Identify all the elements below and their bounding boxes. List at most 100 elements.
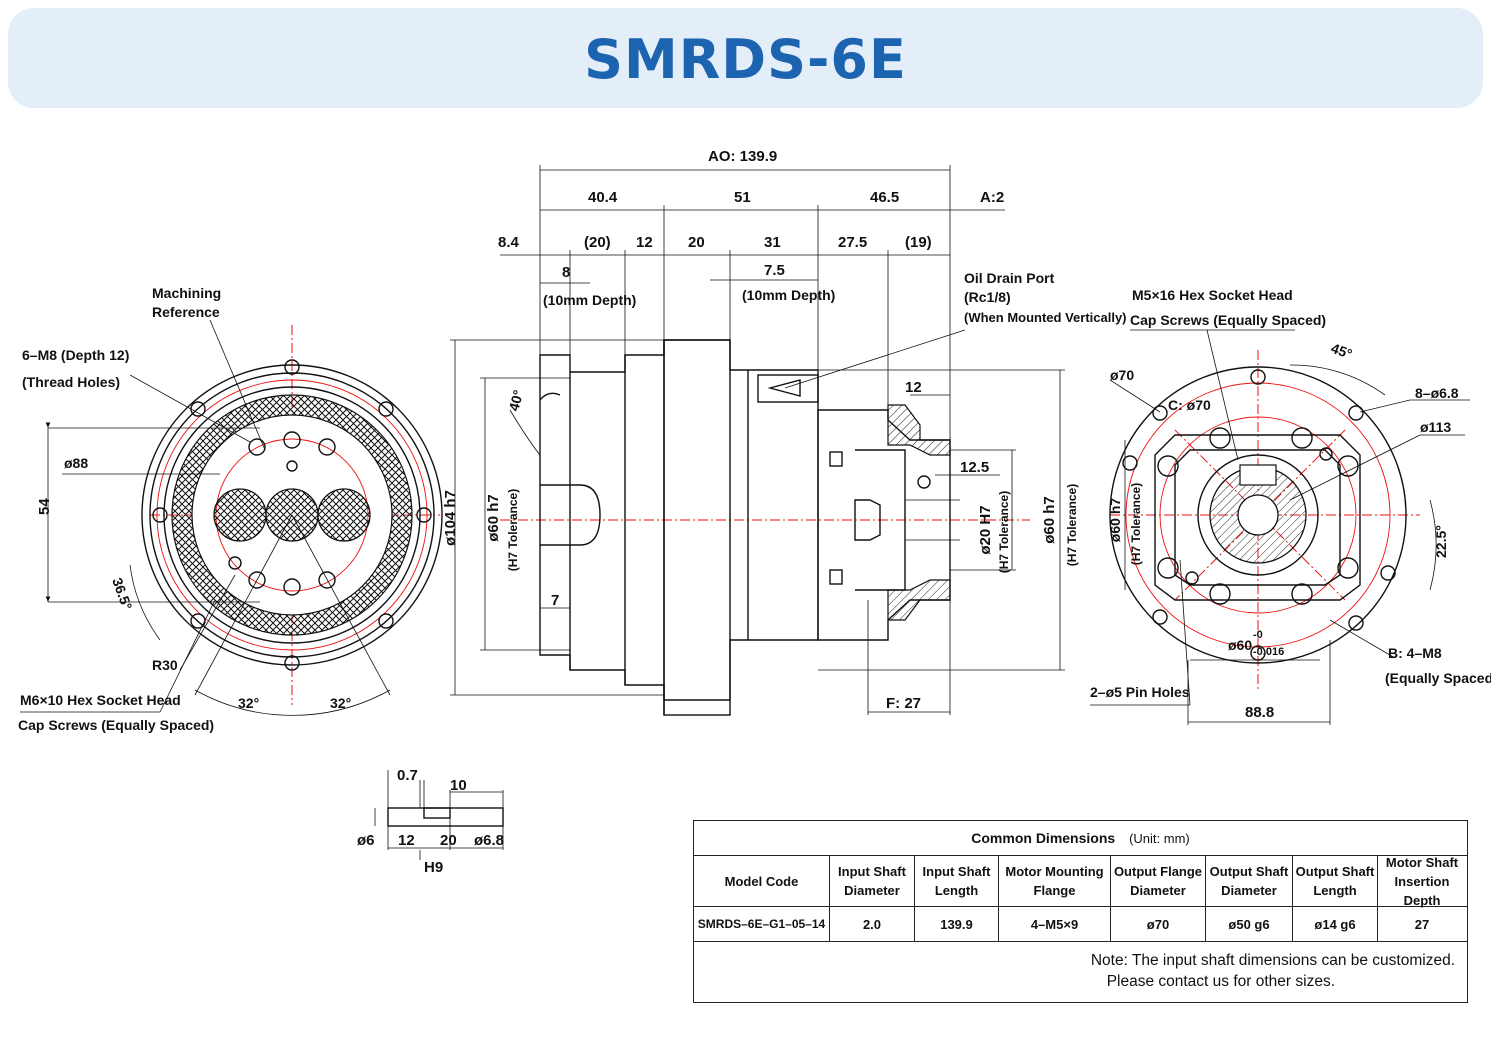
- oil-port-label-3: (When Mounted Vertically): [964, 310, 1127, 325]
- dim-8-4: 8.4: [498, 234, 520, 251]
- machining-ref-line2: Reference: [152, 304, 220, 320]
- dim-54: 54: [36, 498, 53, 515]
- dim-8-holes: 8–ø6.8: [1415, 385, 1459, 401]
- table-note: Note: The input shaft dimensions can be …: [694, 942, 1467, 992]
- table-header-cell: Output Shaft Length: [1293, 856, 1378, 906]
- table-row: SMRDS–6E–G1–05–14 2.0 139.9 4–M5×9 ø70 ø…: [694, 907, 1467, 942]
- table-header-cell: Output Shaft Diameter: [1206, 856, 1293, 906]
- table-note-line2: Please contact us for other sizes.: [1106, 973, 1335, 990]
- right-end-view: M5×16 Hex Socket Head Cap Screws (Equall…: [1090, 287, 1491, 725]
- dim-d60-right: ø60 h7: [1041, 496, 1058, 544]
- key-dim-0-7: 0.7: [397, 767, 418, 784]
- table-header-cell: Model Code: [694, 856, 830, 906]
- dim-angle-40: 40°: [505, 388, 526, 413]
- dim-7: 7: [551, 592, 559, 609]
- key-dim-20: 20: [440, 832, 457, 849]
- page-title: SMRDS-6E: [584, 28, 907, 91]
- table-cell: ø70: [1111, 907, 1206, 941]
- table-caption-text: Common Dimensions: [971, 830, 1116, 846]
- dim-12: 12: [636, 234, 653, 251]
- dim-d113: ø113: [1420, 419, 1451, 435]
- table-cell: ø14 g6: [1293, 907, 1378, 941]
- dim-51: 51: [734, 189, 751, 206]
- key-dim-h9: H9: [424, 859, 443, 876]
- dim-c70: C: ø70: [1168, 397, 1211, 413]
- screws-label-2: Cap Screws (Equally Spaced): [18, 717, 214, 733]
- table-cell: 27: [1414, 916, 1430, 932]
- dim-46-5: 46.5: [870, 189, 899, 206]
- thread-holes-label-1: 6–M8 (Depth 12): [22, 347, 129, 363]
- oil-port-label-1: Oil Drain Port: [964, 270, 1055, 286]
- thread-holes: [228, 431, 336, 596]
- depth-label-b: (10mm Depth): [742, 287, 835, 303]
- dim-d20-h7: ø20 H7: [977, 505, 994, 554]
- key-dim-d6: ø6: [357, 832, 375, 849]
- thread-b-label-1: B: 4–M8: [1388, 645, 1442, 661]
- dim-7-5: 7.5: [764, 262, 785, 279]
- oil-port-label-2: (Rc1/8): [964, 289, 1011, 305]
- screws-label-1: M6×10 Hex Socket Head: [20, 692, 181, 708]
- dim-31: 31: [764, 234, 781, 251]
- key-detail-view: 0.7 10 ø6 12 20 ø6.8 H9: [357, 767, 504, 876]
- motor-bolt-holes: [1157, 427, 1359, 605]
- table-cell: SMRDS–6E–G1–05–14: [694, 907, 830, 941]
- dim-88-8: 88.8: [1245, 704, 1274, 721]
- table-header-cell: Input Shaft Length: [915, 856, 999, 906]
- dim-d60-tol: ø60: [1228, 637, 1252, 653]
- h7-tol-b: (H7 Tolerance): [997, 491, 1011, 573]
- table-header-cell: Output Flange Diameter: [1111, 856, 1206, 906]
- dim-12-5: 12.5: [960, 459, 989, 476]
- key-dim-12: 12: [398, 832, 415, 849]
- table-cell: 139.9: [915, 907, 999, 941]
- left-end-view: Machining Reference 6–M8 (Depth 12) (Thr…: [18, 285, 443, 733]
- thread-holes-label-2: (Thread Holes): [22, 374, 120, 390]
- h7-tol-a: (H7 Tolerance): [506, 489, 520, 571]
- key-dim-10: 10: [450, 777, 467, 794]
- common-dimensions-table: Common Dimensions (Unit: mm) Model Code …: [693, 820, 1468, 1003]
- depth-label-a: (10mm Depth): [543, 292, 636, 308]
- dim-d60-h7: ø60 h7: [1107, 498, 1123, 543]
- dim-27-5: 27.5: [838, 234, 867, 251]
- dim-20: 20: [688, 234, 705, 251]
- dim-angle-32b: 32°: [330, 695, 351, 711]
- table-unit: (Unit: mm): [1129, 831, 1190, 846]
- dim-d60: ø60 h7: [485, 494, 502, 542]
- table-note-line1: Note: The input shaft dimensions can be …: [1090, 952, 1455, 969]
- screw-label-2: Cap Screws (Equally Spaced): [1130, 312, 1326, 328]
- tol-upper: -0: [1253, 629, 1263, 641]
- machining-ref-line1: Machining: [152, 285, 221, 301]
- thread-b-label-2: (Equally Spaced): [1385, 670, 1491, 686]
- dim-ao: AO: 139.9: [708, 148, 777, 165]
- dim-f27: F: 27: [886, 695, 921, 712]
- dim-angle-32a: 32°: [238, 695, 259, 711]
- dim-d70: ø70: [1110, 367, 1134, 383]
- title-banner: SMRDS-6E: [8, 8, 1483, 108]
- table-header-row: Model Code Input Shaft Diameter Input Sh…: [694, 854, 1467, 908]
- dim-angle-45: 45°: [1329, 340, 1354, 362]
- table-header-cell: Input Shaft Diameter: [830, 856, 915, 906]
- dim-40-4: 40.4: [588, 189, 618, 206]
- dim-angle-22-5: 22.5°: [1433, 525, 1449, 558]
- key-dim-d6-8: ø6.8: [474, 832, 504, 849]
- pin-holes-label: 2–ø5 Pin Holes: [1090, 684, 1190, 700]
- table-header-cell: Motor Shaft Insertion Depth: [1385, 854, 1459, 908]
- table-caption: Common Dimensions (Unit: mm): [694, 821, 1467, 856]
- table-cell: ø50 g6: [1206, 907, 1293, 941]
- dim-19p: (19): [905, 234, 932, 251]
- dim-12b: 12: [905, 379, 922, 396]
- dim-20p: (20): [584, 234, 611, 251]
- tol-lower: -0.016: [1253, 646, 1284, 658]
- side-section-view: AO: 139.9 40.4 51 46.5 A:2 8.4 (20) 12 2…: [442, 148, 1127, 716]
- dim-d104: ø104 h7: [442, 490, 459, 546]
- dim-angle-36-5: 36.5°: [109, 576, 135, 612]
- screw-label-1: M5×16 Hex Socket Head: [1132, 287, 1293, 303]
- dim-r30: R30: [152, 657, 178, 673]
- table-header-cell: Motor Mounting Flange: [999, 856, 1111, 906]
- h7-tol-c: (H7 Tolerance): [1065, 484, 1079, 566]
- h7-tol-right: (H7 Tolerance): [1129, 483, 1143, 565]
- dim-a2: A:2: [980, 189, 1004, 206]
- dim-8: 8: [562, 264, 570, 281]
- table-cell: 2.0: [830, 907, 915, 941]
- dim-d88: ø88: [64, 455, 88, 471]
